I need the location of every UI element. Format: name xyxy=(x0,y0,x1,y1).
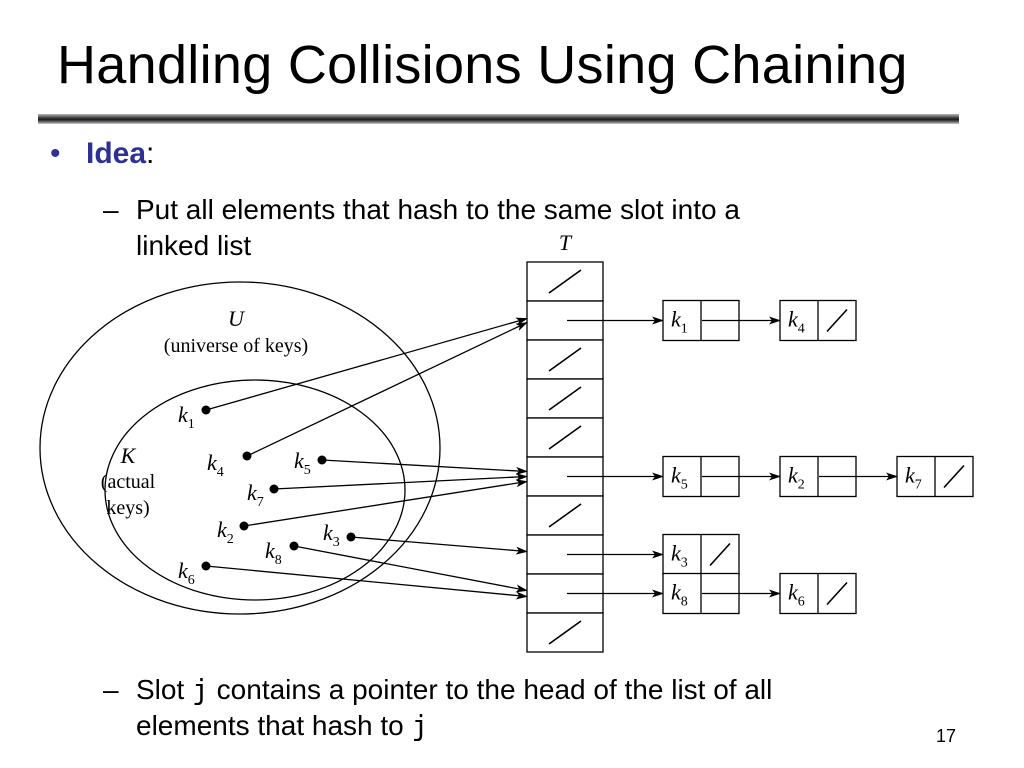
table-slot xyxy=(526,378,604,419)
table-slot xyxy=(526,339,604,380)
nil-slash xyxy=(548,386,582,411)
actual-caption-line-2: keys) xyxy=(106,497,149,519)
universe-symbol: U xyxy=(228,306,246,331)
list-node-k1: k1 xyxy=(662,299,740,342)
key-label-k8: k8 xyxy=(265,538,282,568)
nil-slash xyxy=(548,503,582,528)
text-run: elements that hash to xyxy=(136,710,412,741)
sub-point-1-line-1: Put all elements that hash to the same s… xyxy=(136,194,740,225)
actual-caption-line-1: (actual xyxy=(101,471,156,493)
hash-arrow-k1-slot-1 xyxy=(205,317,528,411)
list-node-k8: k8 xyxy=(662,572,740,615)
list-node-k6: k6 xyxy=(779,572,857,615)
bullet-colon: : xyxy=(146,137,155,170)
key-dot-k6 xyxy=(201,561,211,571)
nil-slash xyxy=(826,581,848,606)
nil-slash xyxy=(548,425,582,450)
key-label-k1: k1 xyxy=(178,402,195,432)
node-key-label: k2 xyxy=(788,463,805,493)
hash-arrow-k6-slot-8 xyxy=(205,565,528,600)
actual-symbol: K xyxy=(120,443,137,468)
list-node-k4: k4 xyxy=(779,299,857,342)
title-rule xyxy=(38,114,959,124)
table-slot xyxy=(526,417,604,458)
node-key-label: k4 xyxy=(788,307,805,337)
linked-list-chains: k1 k4 k5 k2 k7 k3 k8 k6 xyxy=(567,299,974,615)
key-label-k2: k2 xyxy=(217,517,234,547)
key-label-k5: k5 xyxy=(294,448,311,478)
universe-caption: (universe of keys) xyxy=(164,335,308,357)
actual-keys-ellipse xyxy=(104,379,406,601)
node-key-label: k8 xyxy=(671,580,688,610)
list-node-k2: k2 xyxy=(779,455,857,498)
dash-marker: – xyxy=(103,194,119,225)
text-run: contains a pointer to the head of the li… xyxy=(208,674,773,705)
node-key-label: k3 xyxy=(671,541,688,571)
key-to-slot-arrows xyxy=(205,317,528,600)
hash-arrow-k7-slot-5 xyxy=(273,473,528,490)
sub-point-2: – Slot j contains a pointer to the head … xyxy=(103,672,923,744)
nil-slash xyxy=(943,464,965,489)
table-slot xyxy=(526,612,604,653)
sub-point-1-line-2: linked list xyxy=(136,230,252,261)
sub-point-2-line-1: Slot j contains a pointer to the head of… xyxy=(136,672,772,708)
list-node-k3: k3 xyxy=(662,533,740,576)
bullet-keyword: Idea xyxy=(86,137,147,170)
slide-title: Handling Collisions Using Chaining xyxy=(57,35,908,95)
variable-j: j xyxy=(411,709,429,742)
table-slot xyxy=(526,495,604,536)
hash-arrow-k2-slot-5 xyxy=(243,479,528,527)
key-label-k3: k3 xyxy=(323,520,340,550)
nil-slash xyxy=(548,620,582,645)
key-dot-k7 xyxy=(269,484,279,494)
key-dot-k8 xyxy=(289,541,299,551)
key-label-k7: k7 xyxy=(247,480,264,510)
key-dot-k1 xyxy=(201,405,211,415)
nil-slash xyxy=(548,347,582,372)
sub-point-1: – Put all elements that hash to the same… xyxy=(103,192,903,264)
bullet-dot: • xyxy=(50,137,61,170)
key-dot-k2 xyxy=(239,521,249,531)
bullet-idea: • Idea: xyxy=(50,136,154,172)
node-key-label: k5 xyxy=(671,463,688,493)
variable-j: j xyxy=(192,673,209,706)
key-dot-k5 xyxy=(317,455,327,465)
sub-point-2-line-2: elements that hash to j xyxy=(136,708,428,744)
hash-arrow-k4-slot-1 xyxy=(246,321,528,457)
nil-slash xyxy=(826,308,848,333)
key-label-k4: k4 xyxy=(207,450,224,480)
dash-marker: – xyxy=(103,674,119,705)
list-node-k7: k7 xyxy=(896,455,974,498)
hash-arrow-k8-slot-8 xyxy=(293,545,528,593)
table-slot xyxy=(526,261,604,302)
key-dot-k3 xyxy=(346,532,356,542)
key-labels: k1 k4 k5 k7 k2 k3 k8 k6 xyxy=(178,402,356,588)
key-label-k6: k6 xyxy=(178,558,195,588)
universe-ellipse xyxy=(39,281,441,615)
page-number: 17 xyxy=(936,726,957,746)
nil-slash xyxy=(709,542,731,567)
text-run: Slot xyxy=(136,674,193,705)
node-key-label: k6 xyxy=(788,580,805,610)
hash-arrow-k5-slot-5 xyxy=(321,459,528,475)
table-label: T xyxy=(559,230,573,255)
node-key-label: k7 xyxy=(905,463,922,493)
key-dot-k4 xyxy=(242,451,252,461)
hash-arrow-k3-slot-7 xyxy=(350,536,528,555)
nil-slash xyxy=(548,269,582,294)
node-key-label: k1 xyxy=(671,307,688,337)
